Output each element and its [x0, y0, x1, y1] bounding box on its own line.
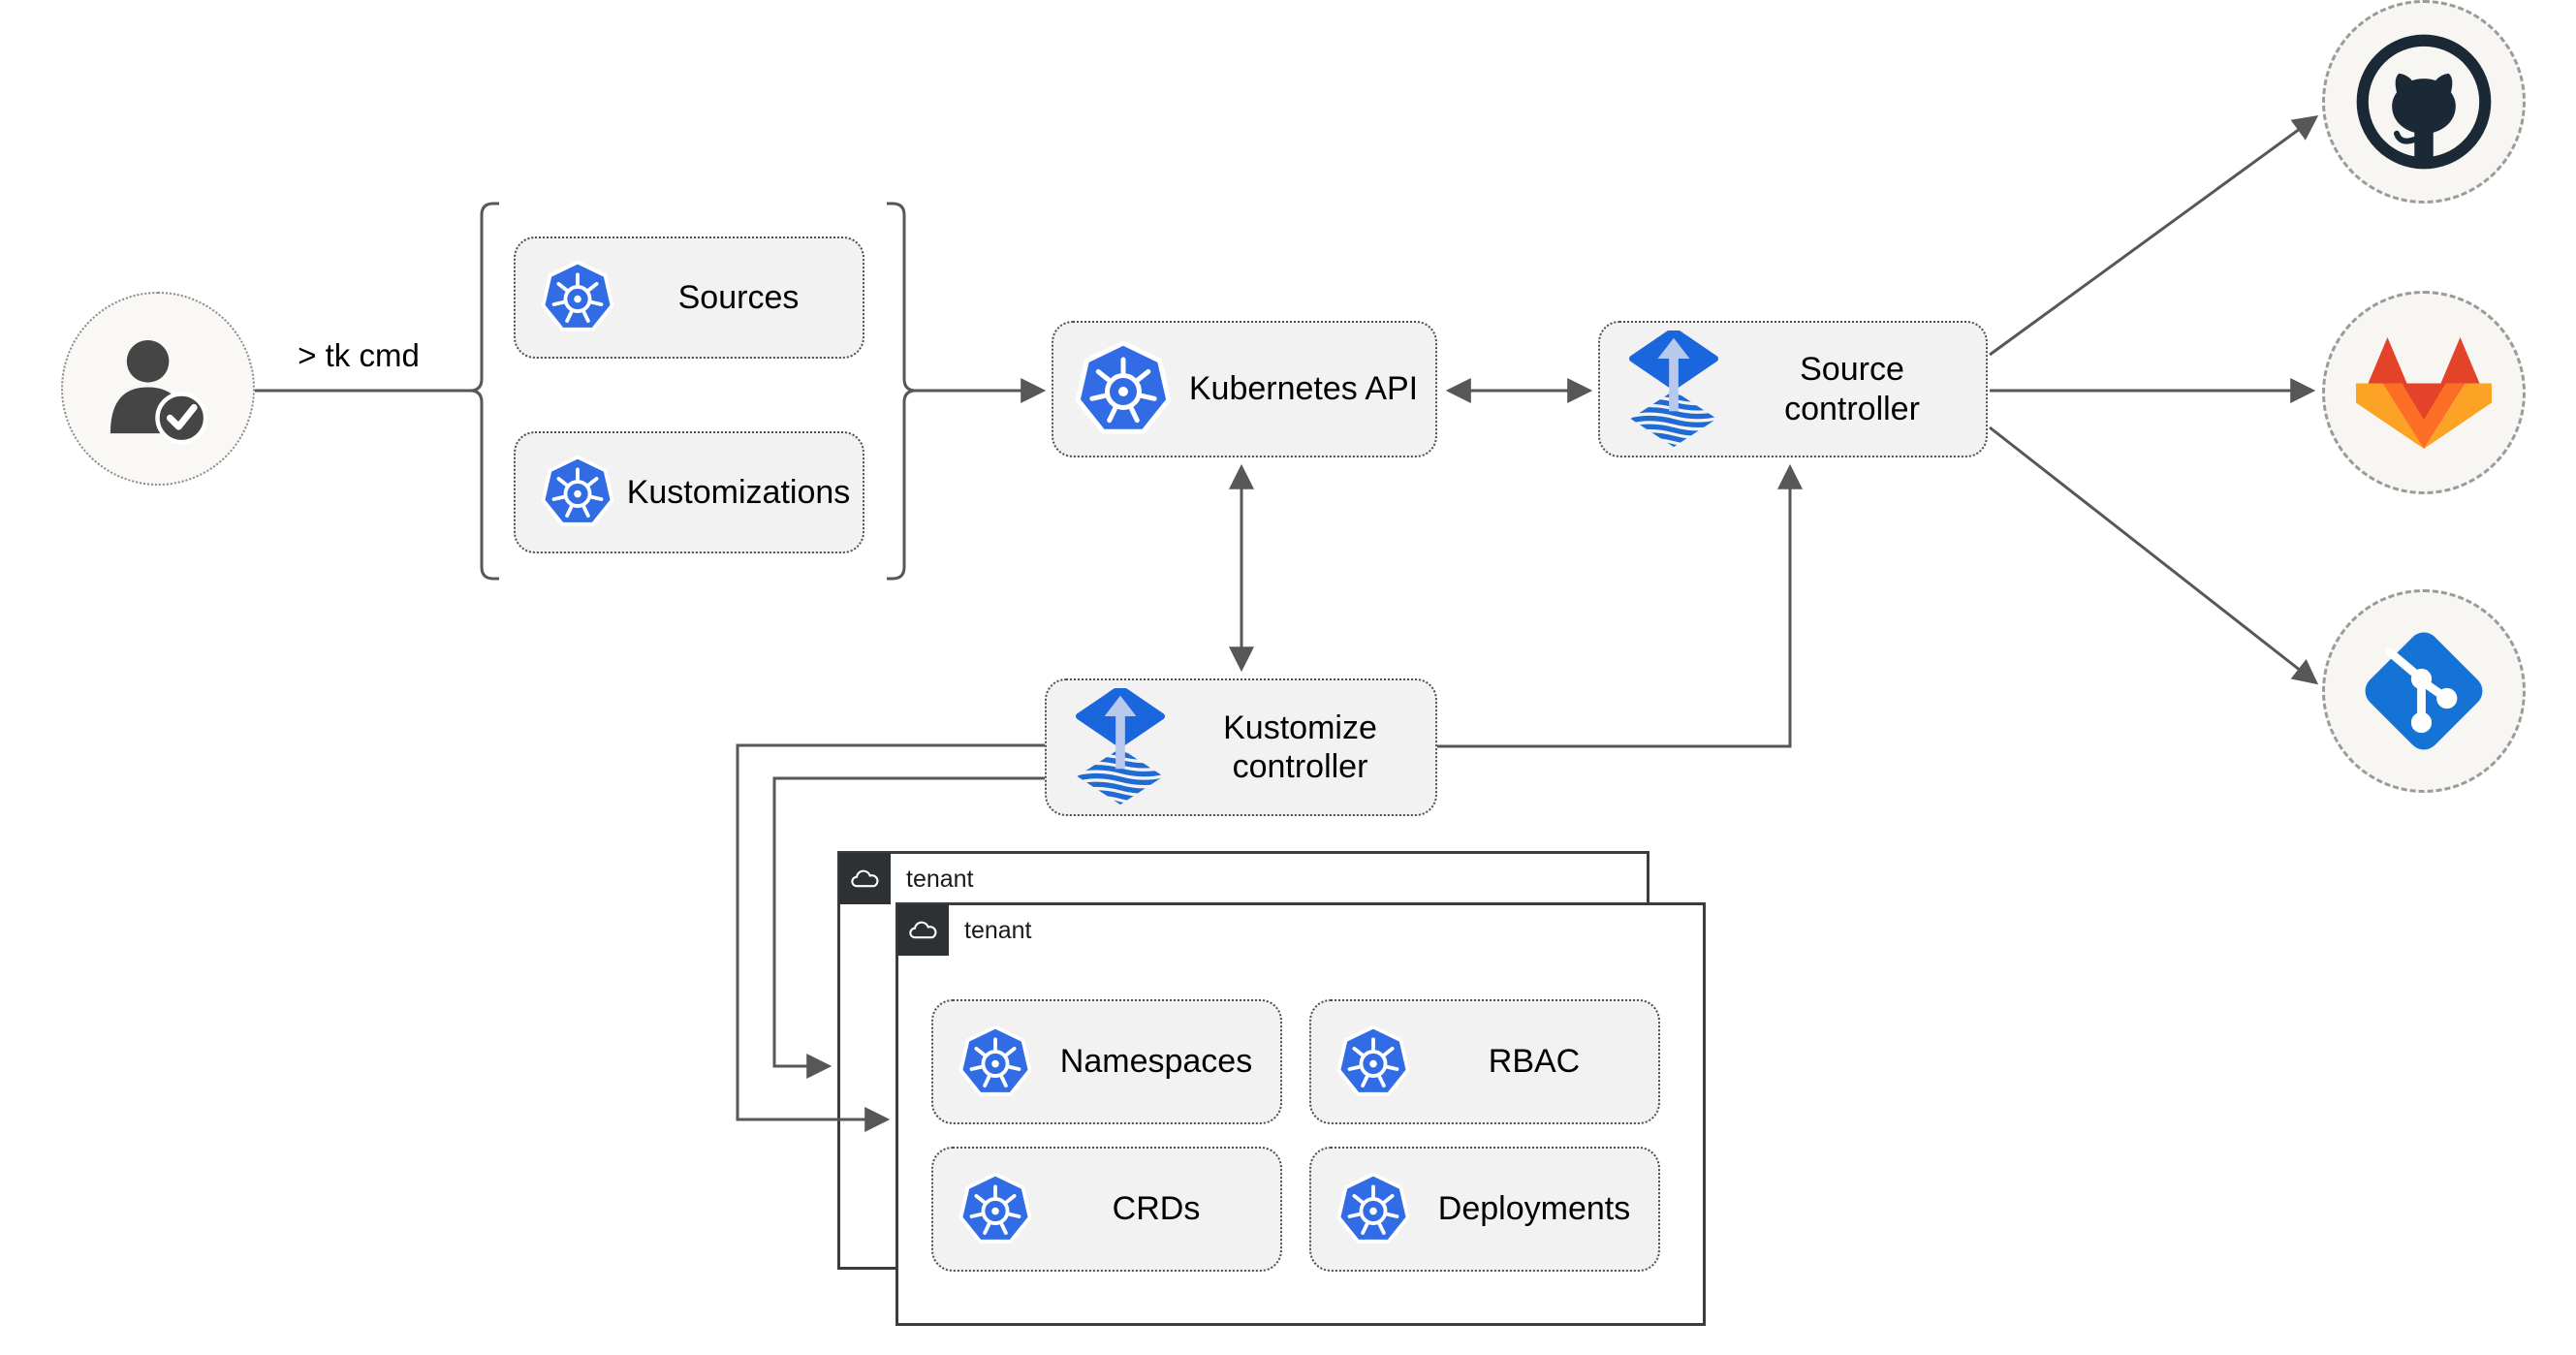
- gitlab-icon: [2351, 332, 2497, 454]
- kubernetes-api-label: Kubernetes API: [1188, 370, 1419, 408]
- kustomize-controller-label: Kustomize controller: [1223, 709, 1377, 785]
- tenant-label: tenant: [964, 917, 1032, 944]
- tk-command-label: > tk cmd: [298, 337, 420, 373]
- crds-label: CRDs: [1112, 1190, 1201, 1228]
- rbac-label: RBAC: [1488, 1043, 1581, 1081]
- kubernetes-icon: [541, 261, 614, 334]
- cloud-icon: [906, 918, 941, 943]
- git-provider: [2322, 589, 2526, 793]
- user-check-icon: [103, 337, 213, 448]
- tenant-container-front: tenant Namespaces RBAC CRDs Deployments: [895, 902, 1706, 1326]
- sources-label: Sources: [677, 278, 800, 316]
- kustomize-controller-box: Kustomize controller: [1045, 678, 1437, 816]
- bracket-left: [469, 202, 499, 581]
- tenant-tab: [839, 853, 891, 904]
- source-controller-box: Source controller: [1598, 321, 1988, 457]
- gitlab-provider: [2322, 291, 2526, 494]
- tenant-tab: [897, 904, 949, 956]
- git-icon: [2351, 618, 2497, 764]
- flux-icon: [1076, 688, 1165, 806]
- source-controller-label: Source controller: [1784, 351, 1920, 427]
- deployments-label: Deployments: [1437, 1190, 1631, 1228]
- github-provider: [2322, 0, 2526, 204]
- kubernetes-icon: [1336, 1173, 1410, 1246]
- tenant-label: tenant: [906, 866, 974, 893]
- crds-box: CRDs: [931, 1147, 1282, 1272]
- kubernetes-icon: [958, 1173, 1032, 1246]
- kubernetes-icon: [1075, 341, 1172, 438]
- kubernetes-icon: [958, 1025, 1032, 1099]
- user-avatar: [61, 292, 255, 486]
- namespaces-label: Namespaces: [1059, 1043, 1253, 1081]
- connector-source-to-github: [1989, 114, 2319, 357]
- connector-source-to-git: [1989, 425, 2319, 685]
- kubernetes-icon: [541, 456, 614, 529]
- flux-icon: [1629, 331, 1718, 449]
- rbac-box: RBAC: [1309, 999, 1660, 1124]
- github-icon: [2353, 31, 2495, 173]
- kustomizations-label: Kustomizations: [626, 473, 851, 511]
- kustomizations-box: Kustomizations: [514, 431, 864, 553]
- cloud-icon: [848, 867, 883, 892]
- sources-box: Sources: [514, 236, 864, 359]
- bracket-right: [887, 202, 917, 581]
- kubernetes-api-box: Kubernetes API: [1052, 321, 1437, 457]
- kubernetes-icon: [1336, 1025, 1410, 1099]
- connector-kustomize-to-source-controller: [1437, 463, 1803, 748]
- namespaces-box: Namespaces: [931, 999, 1282, 1124]
- deployments-box: Deployments: [1309, 1147, 1660, 1272]
